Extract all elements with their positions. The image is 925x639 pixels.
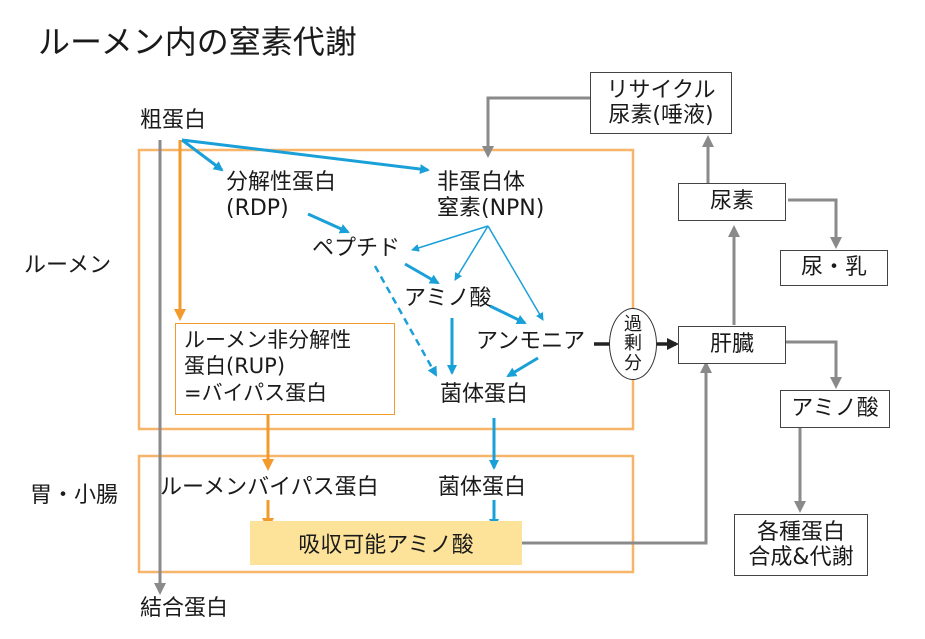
arrow-crude-to-npn bbox=[181, 138, 430, 174]
node-urine-milk: 尿・乳 bbox=[780, 250, 888, 286]
node-excess-oval: 過 剰 分 bbox=[609, 308, 657, 380]
node-excess-char2: 剰 bbox=[624, 333, 642, 355]
stomach-region-box bbox=[137, 454, 635, 574]
arrow-ammonia-to-microbial bbox=[506, 356, 539, 378]
arrow-npn-to-aa bbox=[454, 225, 489, 281]
node-bound-protein: 結合蛋白 bbox=[140, 596, 229, 621]
node-urea: 尿素 bbox=[678, 183, 786, 221]
node-bypass-protein: ルーメンバイパス蛋白 bbox=[160, 475, 379, 500]
arrow-peptide-to-aa bbox=[404, 262, 440, 285]
arrow-liver-to-aa bbox=[785, 340, 842, 389]
node-excess-char3: 分 bbox=[624, 352, 642, 374]
node-npn: 非蛋白体 窒素(NPN) bbox=[437, 170, 544, 222]
node-rup-box: ルーメン非分解性 蛋白(RUP) =バイパス蛋白 bbox=[175, 323, 395, 415]
node-microbial-protein-gut: 菌体蛋白 bbox=[438, 475, 527, 500]
node-rdp: 分解性蛋白 (RDP) bbox=[226, 170, 336, 222]
node-rup-line2: 蛋白(RUP) bbox=[184, 354, 286, 379]
node-absorbable-amino-acid: 吸収可能アミノ酸 bbox=[250, 521, 522, 565]
region-label-rumen: ルーメン bbox=[24, 253, 112, 278]
node-synthesis-line2: 合成&代謝 bbox=[748, 545, 854, 570]
node-rdp-line2: (RDP) bbox=[226, 195, 289, 221]
diagram-title: ルーメン内の窒素代謝 bbox=[38, 23, 357, 61]
node-recycle-line1: リサイクル bbox=[606, 77, 716, 103]
arrow-aa-to-ammonia bbox=[489, 304, 527, 325]
arrow-npn-to-ammonia bbox=[487, 225, 544, 321]
arrow-peptide-to-microbial-dashed bbox=[373, 265, 438, 377]
node-crude-protein: 粗蛋白 bbox=[140, 108, 207, 133]
node-protein-synthesis: 各種蛋白 合成&代謝 bbox=[734, 514, 868, 576]
arrow-urea-to-urine bbox=[788, 198, 842, 249]
node-peptide: ペプチド bbox=[312, 236, 401, 261]
node-rup-line3: =バイパス蛋白 bbox=[184, 380, 328, 405]
node-npn-line1: 非蛋白体 bbox=[437, 170, 526, 195]
node-recycle-urea: リサイクル 尿素(唾液) bbox=[590, 72, 732, 134]
node-synthesis-line1: 各種蛋白 bbox=[756, 519, 845, 545]
arrow-npn-to-peptide bbox=[411, 225, 489, 252]
node-ammonia: アンモニア bbox=[476, 329, 586, 354]
node-microbial-protein: 菌体蛋白 bbox=[440, 382, 529, 407]
node-liver: 肝臓 bbox=[678, 326, 786, 364]
node-excess-char1: 過 bbox=[624, 313, 642, 335]
node-rup-line1: ルーメン非分解性 bbox=[184, 328, 352, 352]
node-liver-amino-acid: アミノ酸 bbox=[780, 390, 890, 428]
arrow-rdp-to-peptide bbox=[307, 212, 350, 234]
node-recycle-line2: 尿素(唾液) bbox=[608, 103, 714, 128]
arrow-absorb-to-liver bbox=[522, 361, 712, 545]
arrow-crude-to-rdp bbox=[181, 138, 224, 172]
node-amino-acid: アミノ酸 bbox=[404, 286, 492, 311]
region-label-stomach: 胃・小腸 bbox=[30, 483, 119, 508]
rumen-region-box bbox=[137, 148, 635, 431]
arrow-recycle-to-rumen bbox=[482, 96, 590, 158]
node-rdp-line1: 分解性蛋白 bbox=[226, 170, 337, 195]
node-npn-line2: 窒素(NPN) bbox=[437, 195, 545, 221]
